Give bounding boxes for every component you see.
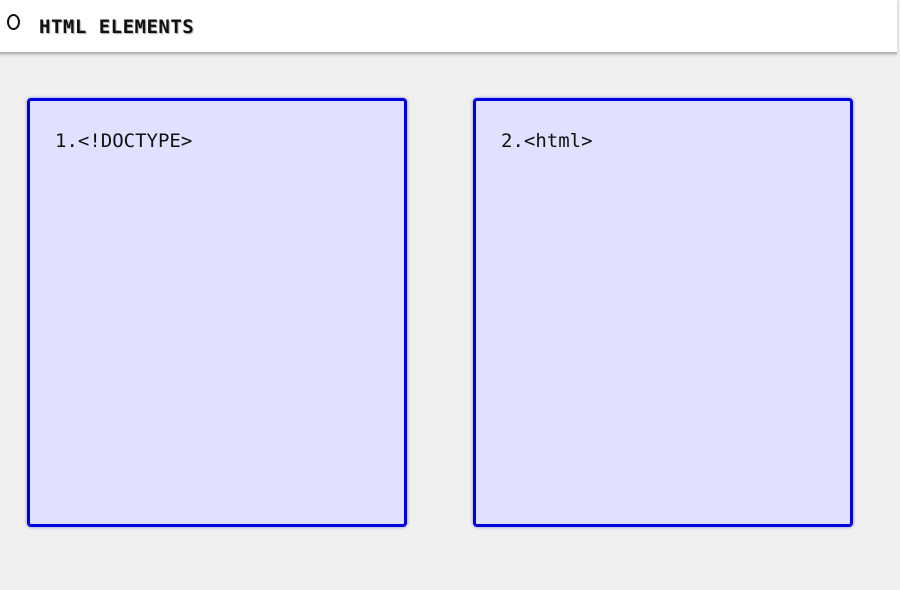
element-card-doctype[interactable]: 1.<!DOCTYPE> — [27, 98, 407, 527]
card-label: 1.<!DOCTYPE> — [55, 130, 193, 152]
page-title: HTML ELEMENTS — [39, 16, 195, 38]
element-card-html[interactable]: 2.<html> — [473, 98, 853, 527]
card-label: 2.<html> — [501, 130, 593, 152]
top-bar: HTML ELEMENTS — [0, 0, 897, 54]
circle-icon — [7, 14, 20, 30]
